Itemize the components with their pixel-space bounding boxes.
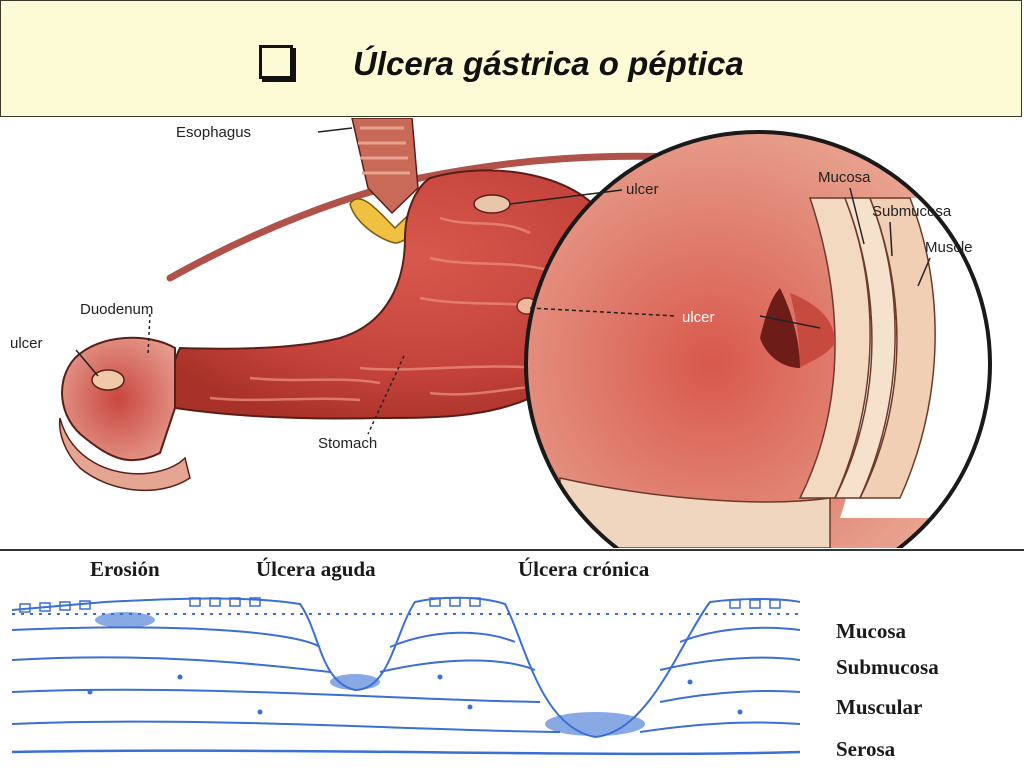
- checkbox-square-icon: [259, 45, 293, 79]
- divider: [0, 549, 1024, 551]
- leader-lines: [75, 127, 931, 435]
- label-layer-mucosa: Mucosa: [836, 619, 906, 643]
- duodenum: [61, 336, 176, 462]
- label-acute-ulcer: Úlcera aguda: [256, 557, 376, 581]
- tissue-outline: [11, 596, 801, 756]
- label-ulcer-middle: ulcer: [682, 309, 715, 326]
- label-layer-serosa: Serosa: [836, 737, 896, 761]
- label-ulcer-top: ulcer: [626, 181, 659, 198]
- label-chronic-ulcer: Úlcera crónica: [518, 557, 650, 581]
- label-erosion: Erosión: [90, 557, 160, 581]
- label-ulcer-duodenal: ulcer: [10, 335, 43, 352]
- magnified-view: [524, 130, 992, 548]
- ulcer-duodenal: [91, 369, 125, 391]
- label-layer-submucosa: Submucosa: [836, 655, 939, 679]
- title-bar: Úlcera gástrica o péptica: [0, 0, 1022, 117]
- label-duodenum: Duodenum: [80, 301, 153, 318]
- label-muscle: Muscle: [925, 239, 973, 256]
- label-mucosa: Mucosa: [818, 169, 871, 186]
- label-layer-muscular: Muscular: [836, 695, 922, 719]
- ulcer-depth-diagram: Erosión Úlcera aguda Úlcera crónica Muco…: [11, 557, 939, 761]
- stomach-illustration: Esophagus ulcer Mucosa Submucosa Muscle …: [10, 118, 992, 548]
- ulcer-base-stipple: [95, 612, 645, 736]
- label-stomach: Stomach: [318, 435, 377, 452]
- ulcer-top: [473, 194, 511, 214]
- slide-title: Úlcera gástrica o péptica: [353, 45, 744, 82]
- label-esophagus: Esophagus: [176, 124, 251, 141]
- label-submucosa: Submucosa: [872, 203, 952, 220]
- epithelial-cells: [19, 597, 781, 715]
